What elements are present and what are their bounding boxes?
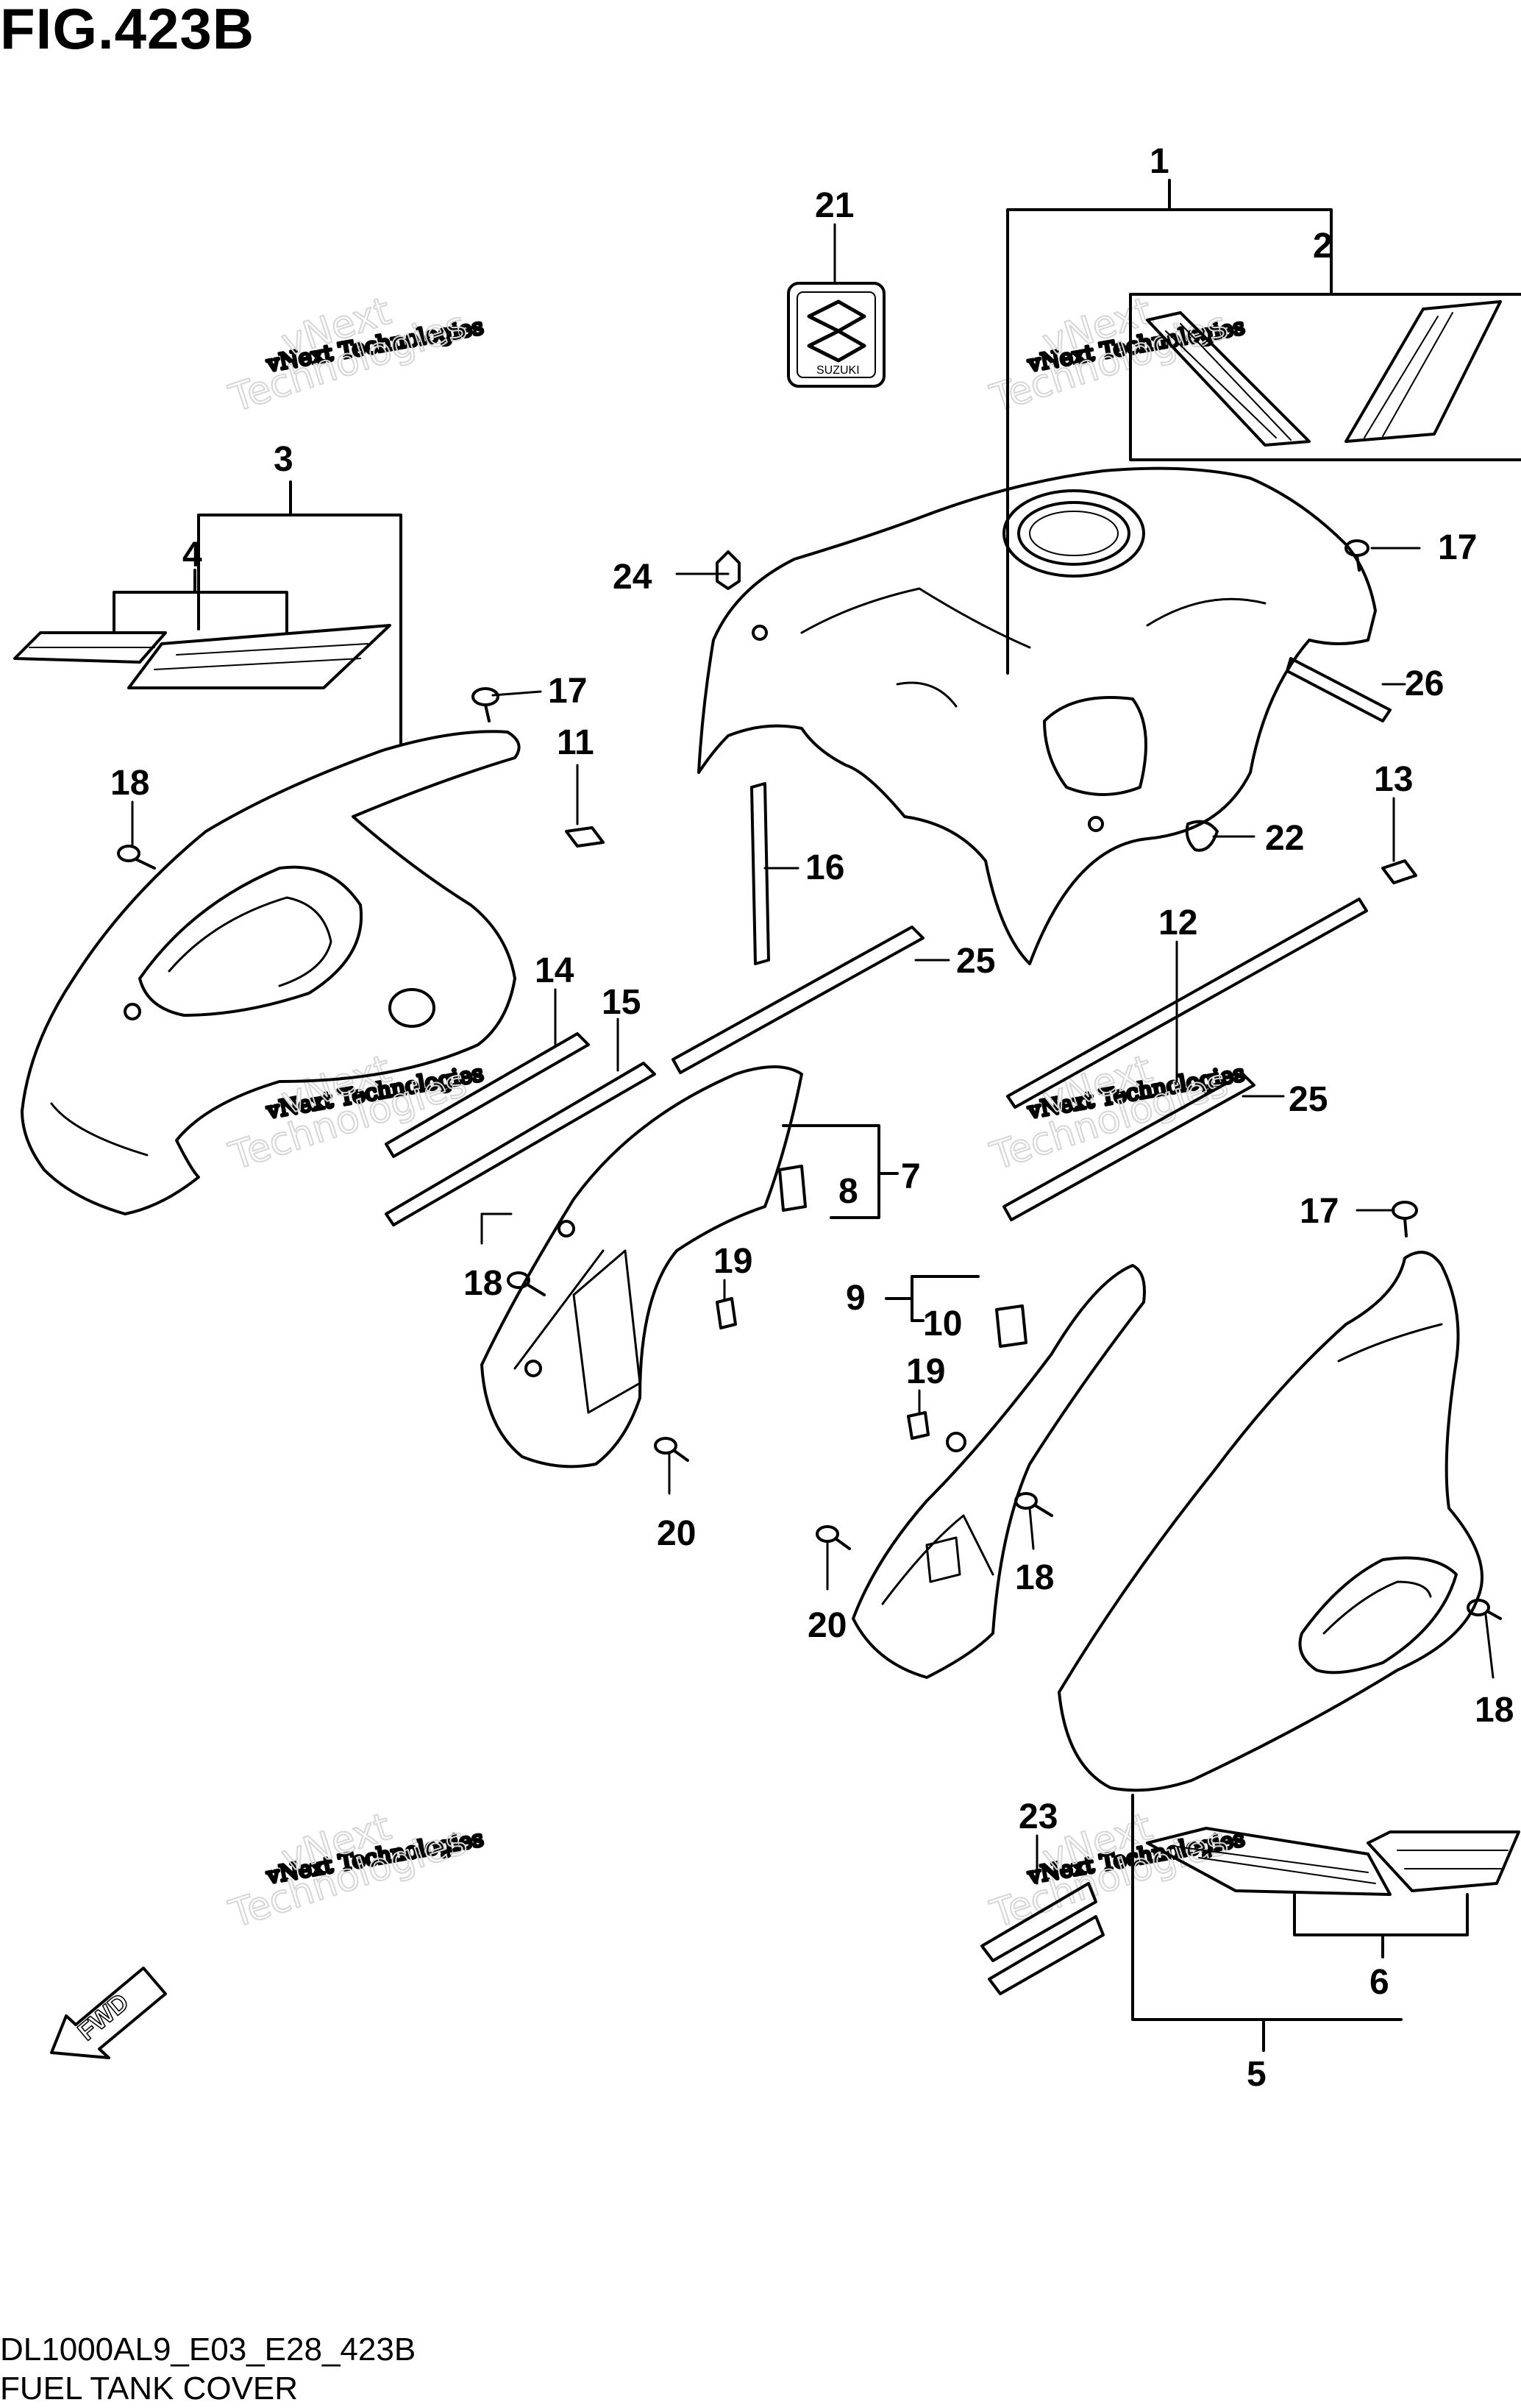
- callout-5: 5: [1247, 2055, 1267, 2094]
- callout-3: 3: [274, 440, 293, 479]
- part-11-pad: [565, 826, 605, 848]
- part-23-decal: [980, 1882, 1105, 1995]
- callout-21: 21: [815, 186, 854, 225]
- callout-20: 20: [808, 1606, 847, 1645]
- callout-8: 8: [838, 1172, 858, 1211]
- part-19-nut: [716, 1297, 930, 1440]
- callout-11: 11: [557, 723, 594, 762]
- callout-15: 15: [602, 983, 641, 1022]
- fwd-label: FWD: [73, 1988, 135, 2046]
- leader-lines: [131, 223, 1495, 1885]
- callout-9: 9: [846, 1279, 866, 1318]
- part-4-decals: [13, 624, 391, 689]
- part-25-strip: [672, 926, 1255, 1221]
- callout-22: 22: [1265, 819, 1304, 858]
- callout-26: 26: [1405, 664, 1444, 703]
- callout-7: 7: [901, 1157, 921, 1196]
- part-10-pad: [995, 1304, 1027, 1348]
- part-5-right-cover: [1058, 1251, 1483, 1792]
- part-24-clip: [716, 550, 741, 590]
- part-9-inner-panel: [852, 1264, 1146, 1679]
- callout-1: 1: [1150, 142, 1169, 181]
- callout-labels: 1 2 3 4 5 6 7 8 9 10 11 12 13 14 15 16 1…: [110, 142, 1514, 2094]
- callout-17: 17: [1300, 1192, 1339, 1231]
- callout-16: 16: [805, 848, 844, 887]
- part-16-strip: [750, 782, 770, 965]
- callout-25: 25: [1289, 1080, 1328, 1119]
- part-2-decals: [1146, 300, 1502, 447]
- bracket-9-10: [885, 1275, 980, 1322]
- part-12-strip: [1006, 898, 1368, 1109]
- callout-23: 23: [1019, 1797, 1058, 1836]
- figure-code: DL1000AL9_E03_E28_423B: [0, 2331, 416, 2368]
- part-1-tank-cover: [697, 466, 1377, 965]
- callout-4: 4: [182, 536, 202, 575]
- part-22-clip: [1185, 820, 1219, 852]
- bracket-5-6: [1131, 1794, 1469, 2052]
- part-8-pad: [778, 1165, 807, 1212]
- callout-24: 24: [613, 558, 652, 597]
- part-3-left-cover: [21, 730, 521, 1215]
- part-26-strip: [1286, 657, 1392, 722]
- callout-18: 18: [463, 1264, 502, 1303]
- callout-17: 17: [548, 672, 587, 711]
- bracket-1-2: [1006, 179, 1521, 675]
- callout-14: 14: [535, 951, 574, 990]
- part-7-inner-panel: [480, 1065, 803, 1468]
- callout-6: 6: [1369, 1963, 1389, 2002]
- figure-title: FIG.423B: [0, 0, 255, 61]
- callout-19: 19: [906, 1352, 945, 1391]
- callout-13: 13: [1374, 760, 1413, 799]
- callout-20: 20: [657, 1514, 696, 1553]
- emblem-text: SUZUKI: [816, 364, 860, 377]
- callout-25: 25: [956, 942, 995, 981]
- part-6-decals: [1146, 1827, 1520, 1896]
- part-18-bolt: [117, 845, 1502, 1620]
- callout-19: 19: [713, 1242, 752, 1281]
- bracket-7-8: [782, 1124, 899, 1219]
- bracket-3-4: [113, 480, 402, 745]
- figure-name: FUEL TANK COVER: [0, 2370, 299, 2407]
- fwd-arrow-icon: [50, 1967, 167, 2059]
- callout-10: 10: [923, 1304, 962, 1343]
- watermark-group: vNext Technologies vNext Technologies vN…: [224, 288, 1248, 1938]
- part-13-pad: [1381, 859, 1417, 884]
- part-14-strip: [385, 1032, 590, 1158]
- callout-18: 18: [1475, 1691, 1514, 1730]
- callout-2: 2: [1313, 227, 1333, 266]
- part-21-emblem: SUZUKI: [787, 282, 886, 388]
- callout-18: 18: [1015, 1558, 1054, 1597]
- part-17-screw: [471, 539, 1418, 1237]
- callout-18: 18: [110, 764, 149, 803]
- part-15-strip: [385, 1062, 656, 1226]
- callout-17: 17: [1438, 528, 1477, 567]
- callout-12: 12: [1158, 903, 1197, 942]
